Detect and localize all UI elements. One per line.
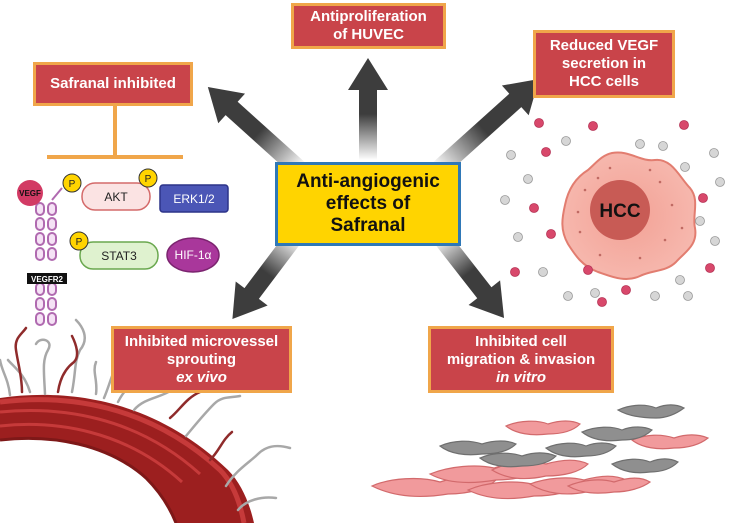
vegfr2-label: VEGFR2	[31, 275, 64, 284]
antiproliferation-line2: of HUVEC	[333, 26, 404, 43]
phospho-label: P	[69, 179, 76, 190]
phospho-icon	[62, 173, 82, 193]
protein-particles	[500, 136, 725, 301]
safranal-inhibited-label: Safranal inhibited	[50, 75, 176, 92]
vegf-secretion-line2: secretion in	[561, 55, 647, 72]
phospho-label: P	[76, 237, 83, 248]
arrow-lower-left	[232, 230, 303, 320]
microvessel-box: Inhibited microvessel sprouting ex vivo	[111, 326, 292, 393]
vegf-secretion-line1: Reduced VEGF	[549, 37, 659, 54]
erk-label: ERK1/2	[173, 192, 215, 206]
center-line3: Safranal	[330, 215, 406, 236]
microvessel-line3: ex vivo	[176, 368, 227, 386]
migration-line3: in vitro	[495, 368, 546, 386]
stat3-node	[79, 241, 159, 270]
microvessel-line2: sprouting	[166, 350, 237, 368]
vegf-secretion-line3: HCC cells	[568, 73, 640, 90]
microvessel-line1: Inhibited microvessel	[124, 332, 279, 350]
migrating-cells	[370, 404, 710, 500]
hif-node	[166, 237, 220, 273]
phospho-icon	[69, 231, 89, 251]
inhibition-bar	[47, 105, 183, 159]
vegf-label: VEGF	[19, 189, 41, 198]
akt-label: AKT	[104, 190, 128, 204]
arrow-up	[348, 58, 388, 160]
center-line2: effects of	[325, 193, 411, 214]
migration-line2: migration & invasion	[446, 350, 596, 368]
arrow-upper-right	[431, 78, 540, 177]
hcc-cell	[561, 151, 697, 280]
antiproliferation-line1: Antiproliferation	[310, 8, 427, 25]
center-line1: Anti-angiogenic	[296, 171, 440, 192]
phospho-label: P	[145, 174, 152, 185]
vegf-ligand	[17, 180, 43, 206]
safranal-inhibited-box: Safranal inhibited	[33, 62, 193, 106]
central-concept-box: Anti-angiogenic effects of Safranal	[275, 162, 461, 246]
vegfr2-receptor	[29, 187, 63, 326]
migration-line1: Inhibited cell	[475, 332, 567, 350]
vegf-secretion-box: Reduced VEGF secretion in HCC cells	[533, 30, 675, 98]
antiproliferation-box: Antiproliferation of HUVEC	[291, 3, 446, 49]
arrow-upper-left	[207, 87, 307, 177]
hif-label: HIF-1α	[175, 248, 212, 262]
vegfr2-label-bg	[27, 273, 67, 284]
erk-node	[159, 184, 229, 213]
migration-box: Inhibited cell migration & invasion in v…	[428, 326, 614, 393]
vegf-particles	[510, 118, 715, 307]
akt-node	[81, 182, 151, 211]
arrows	[207, 58, 540, 320]
arrow-lower-right	[432, 230, 505, 318]
stat3-label: STAT3	[101, 249, 137, 263]
vessel-ring	[0, 394, 254, 523]
hcc-label: HCC	[599, 201, 640, 222]
phospho-icon	[138, 168, 158, 188]
